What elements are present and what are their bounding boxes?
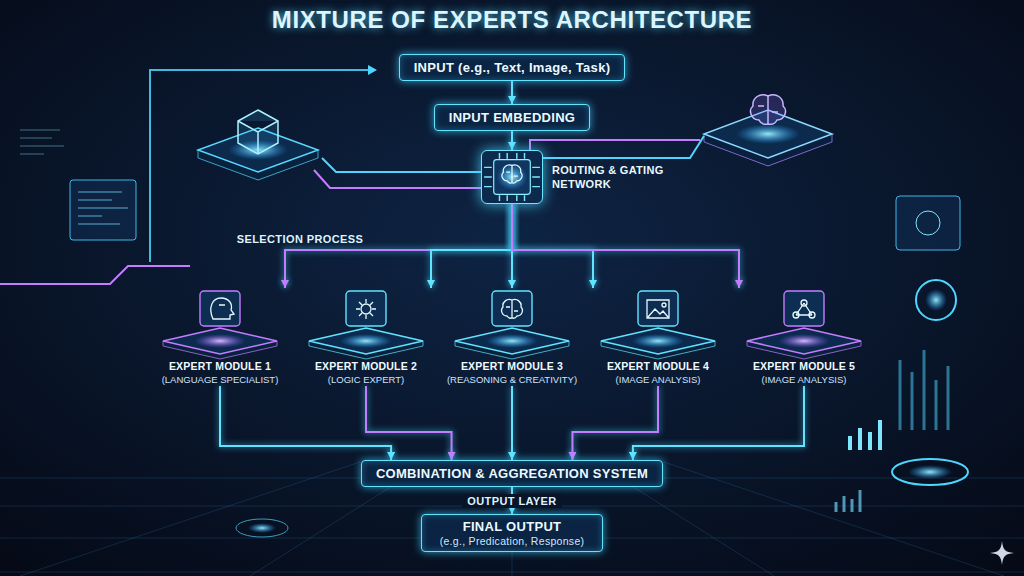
connector-arrow [572, 386, 658, 460]
expert-platform-art [441, 288, 583, 360]
brain-icon [751, 95, 786, 125]
light-bars [900, 350, 948, 430]
ring-ornament [236, 519, 288, 537]
platform-glow [486, 334, 538, 348]
expert-module: EXPERT MODULE 5(IMAGE ANALYSIS) [733, 288, 875, 386]
expert-icon [211, 298, 234, 319]
sparkle-mark [990, 541, 1014, 565]
connector-arrow [285, 204, 512, 288]
expert-module: EXPERT MODULE 4(IMAGE ANALYSIS) [587, 288, 729, 386]
icon-frame [784, 291, 824, 326]
brain-icon [502, 165, 522, 183]
router-chip: ROUTING & GATING NETWORK [481, 150, 543, 204]
icon-frame [638, 291, 678, 326]
node-subtext: (IMAGE ANALYSIS) [587, 374, 729, 386]
chip-pins [484, 153, 540, 201]
ui-dial [916, 211, 940, 235]
expert-platform-art [149, 288, 291, 360]
connector-arrow [511, 131, 513, 150]
icon-frame [346, 291, 386, 326]
diagram-title: MIXTURE OF EXPERTS ARCHITECTURE [0, 6, 1024, 34]
platform-top [309, 328, 423, 354]
expert-icon [793, 300, 815, 318]
chip-core [494, 160, 531, 195]
circuit-wire [530, 140, 700, 150]
ring-glow [248, 523, 276, 533]
node-heading: EXPERT MODULE 5 [733, 360, 875, 373]
embedding-box: INPUT EMBEDDING [434, 104, 591, 131]
mini-chart [836, 490, 860, 512]
output-box: FINAL OUTPUT(e.g., Predication, Response… [421, 514, 604, 552]
circuit-wire [322, 158, 481, 172]
expert-module: EXPERT MODULE 1(LANGUAGE SPECIALIST) [149, 288, 291, 386]
platform-top [163, 328, 277, 354]
expert-platform-art [295, 288, 437, 360]
node-heading: EXPERT MODULE 1 [149, 360, 291, 373]
node-heading: INPUT (e.g., Text, Image, Task) [414, 60, 611, 75]
circuit-wire [314, 170, 481, 188]
connector-arrow [512, 204, 593, 288]
aggregation-box: COMBINATION & AGGREGATION SYSTEM [361, 460, 663, 487]
chip-glow [736, 124, 800, 144]
node-heading: COMBINATION & AGGREGATION SYSTEM [376, 466, 648, 481]
node-subtext: (IMAGE ANALYSIS) [733, 374, 875, 386]
chip-glow [497, 164, 528, 191]
expert-module: EXPERT MODULE 2(LOGIC EXPERT) [295, 288, 437, 386]
ring-glow [908, 465, 952, 479]
node-heading: EXPERT MODULE 2 [295, 360, 437, 373]
expert-icon [502, 299, 523, 318]
ui-panel [896, 196, 960, 250]
node-subtext: (e.g., Predication, Response) [440, 535, 585, 547]
code-panel [70, 180, 136, 240]
ring-ornament [892, 459, 968, 485]
node-heading: INPUT EMBEDDING [449, 110, 576, 125]
router-chip-art [482, 151, 542, 203]
platform-glow [340, 334, 392, 348]
connector-arrow [366, 386, 452, 460]
expert-icon [356, 299, 376, 319]
expert-module: EXPERT MODULE 3(REASONING & CREATIVITY) [441, 288, 583, 386]
platform-glow [632, 334, 684, 348]
expert-icon [647, 300, 669, 318]
connector-arrow [431, 204, 512, 288]
annotation-label: OUTPUT LAYER [462, 494, 561, 508]
expert-platform-art [587, 288, 729, 360]
node-heading: EXPERT MODULE 3 [441, 360, 583, 373]
feedback-wire [150, 70, 368, 262]
node-heading: EXPERT MODULE 4 [587, 360, 729, 373]
platform-top [601, 328, 715, 354]
ring-glow [925, 289, 947, 311]
cube-icon [238, 110, 278, 154]
floor-grid [0, 462, 1024, 576]
code-lines [78, 192, 128, 224]
node-subtext: (LANGUAGE SPECIALIST) [149, 374, 291, 386]
connector-arrow [511, 81, 513, 104]
bar-ornament [850, 420, 880, 450]
annotation-label: SELECTION PROCESS [237, 232, 364, 246]
node-heading: ROUTING & GATING NETWORK [552, 163, 682, 191]
platform-glow [194, 334, 246, 348]
code-lines [20, 130, 64, 154]
connector-arrow [633, 386, 804, 460]
input-box: INPUT (e.g., Text, Image, Task) [399, 54, 626, 81]
expert-platform-art [733, 288, 875, 360]
icon-frame [492, 291, 532, 326]
icon-frame [200, 291, 240, 326]
connector-arrow [511, 386, 513, 460]
connector-arrow [512, 204, 739, 288]
node-heading: FINAL OUTPUT [440, 519, 585, 534]
node-subtext: (LOGIC EXPERT) [295, 374, 437, 386]
node-subtext: (REASONING & CREATIVITY) [441, 374, 583, 386]
ring-ornament [916, 280, 956, 320]
platform-top [747, 328, 861, 354]
circuit-wire [0, 266, 190, 284]
platform-top [455, 328, 569, 354]
platform-glow [778, 334, 830, 348]
wire-arrowhead [368, 65, 377, 75]
